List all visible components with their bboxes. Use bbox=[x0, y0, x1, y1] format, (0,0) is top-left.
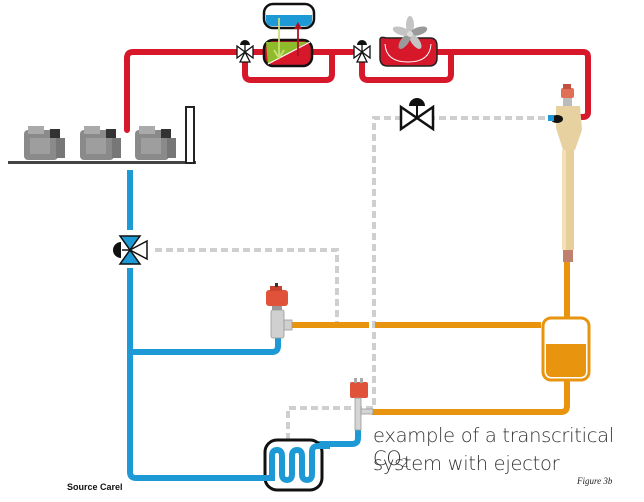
heat-recovery-exchanger bbox=[262, 18, 314, 68]
hot-gas-bypass-hr bbox=[242, 49, 335, 83]
gas-cooler bbox=[379, 16, 438, 67]
liquid-lines bbox=[292, 262, 570, 415]
rack-header bbox=[185, 106, 195, 164]
pilot-line-suction-valve bbox=[155, 248, 339, 325]
figure-label: Figure 3b bbox=[577, 476, 613, 486]
water-tank bbox=[262, 2, 316, 30]
caption-line-2: system with ejector bbox=[373, 452, 560, 475]
rack-base bbox=[8, 161, 196, 164]
hot-gas-bypass-gc bbox=[359, 49, 454, 83]
three-way-valve-heat-recovery bbox=[236, 40, 254, 63]
suction-pipe-branch bbox=[130, 338, 281, 355]
suction-pipe-lower bbox=[127, 268, 268, 481]
pilot-lines bbox=[155, 116, 556, 470]
suction-three-way-valve bbox=[113, 235, 148, 265]
hot-gas-lines bbox=[124, 49, 591, 133]
expansion-valve-lower bbox=[350, 378, 374, 431]
pilot-valve bbox=[399, 98, 435, 132]
compressor-1 bbox=[24, 126, 65, 160]
caption-line-1-text: example of a transcritical CO bbox=[373, 424, 614, 470]
pilot-line-ejector bbox=[286, 116, 556, 470]
liquid-receiver bbox=[541, 316, 591, 382]
caption-line-1: example of a transcritical CO2 bbox=[373, 424, 644, 470]
caption-subscript: 2 bbox=[401, 456, 409, 470]
liquid-pipe-receiver-down bbox=[372, 380, 570, 415]
compressor-rack bbox=[8, 106, 196, 164]
ejector bbox=[548, 84, 582, 262]
hot-gas-pipe-riser bbox=[124, 49, 241, 133]
expansion-valve-upper bbox=[266, 283, 293, 339]
hot-gas-pipe-gc-out bbox=[434, 49, 591, 120]
suction-pipe-evap-out bbox=[318, 430, 361, 447]
compressor-2 bbox=[80, 126, 121, 160]
evaporator bbox=[258, 438, 330, 492]
source-label: Source Carel bbox=[67, 482, 123, 492]
fan-icon bbox=[392, 16, 428, 49]
suction-lines bbox=[127, 170, 361, 481]
compressor-3 bbox=[135, 126, 176, 160]
three-way-valve-gas-cooler bbox=[353, 40, 371, 63]
